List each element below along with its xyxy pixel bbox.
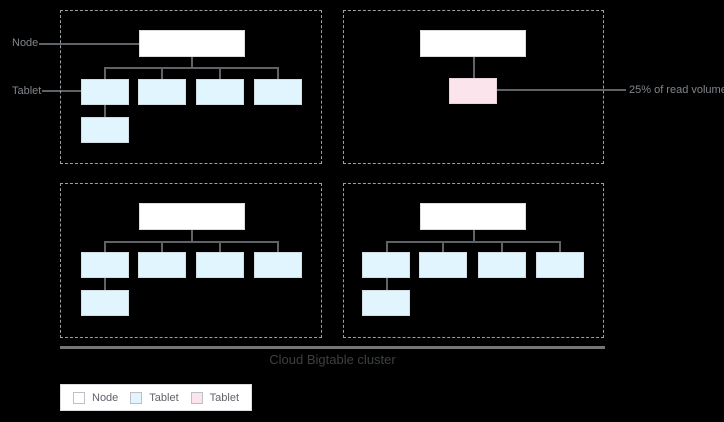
- connector-line: [161, 241, 163, 252]
- cluster-caption: Cloud Bigtable cluster: [269, 352, 396, 367]
- tablet-pointer-line: [42, 90, 81, 92]
- tablet-box: [138, 79, 186, 105]
- legend: Node Tablet Tablet: [60, 384, 253, 411]
- connector-line: [104, 241, 279, 243]
- tablet-box: [81, 252, 129, 278]
- read-volume-annotation: 25% of read volume: [629, 84, 724, 96]
- legend-label-hot-tablet: Tablet: [209, 391, 240, 404]
- connector-line: [104, 278, 106, 290]
- node-zone-3: [60, 183, 322, 338]
- connector-line: [501, 241, 503, 252]
- tablet-pointer-label: Tablet: [12, 85, 42, 97]
- annotation-pointer-line: [497, 89, 626, 91]
- connector-line: [219, 241, 221, 252]
- node-zone-4: [343, 183, 604, 338]
- legend-item-node: Node: [73, 391, 119, 404]
- connector-line: [277, 241, 279, 252]
- tablet-box: [81, 290, 129, 316]
- hot-tablet-swatch: [190, 391, 203, 404]
- node-swatch: [73, 391, 85, 404]
- connector-line: [473, 57, 475, 78]
- tablet-box: [536, 252, 584, 278]
- node-pointer-line: [39, 43, 139, 45]
- connector-line: [386, 241, 561, 243]
- tablet-box: [362, 252, 410, 278]
- connector-line: [104, 241, 106, 252]
- node-box-2: [420, 30, 526, 57]
- tablet-box: [254, 252, 302, 278]
- tablet-box: [478, 252, 526, 278]
- connector-line: [219, 67, 221, 79]
- tablet-box: [196, 252, 244, 278]
- node-box-1: [139, 30, 245, 57]
- connector-line: [277, 67, 279, 79]
- legend-label-tablet: Tablet: [149, 391, 179, 404]
- connector-line: [104, 105, 106, 117]
- tablet-box: [81, 79, 129, 105]
- connector-line: [161, 67, 163, 79]
- legend-item-tablet: Tablet: [130, 391, 179, 404]
- tablet-swatch: [130, 391, 143, 404]
- tablet-box: [254, 79, 302, 105]
- legend-item-hot-tablet: Tablet: [190, 391, 240, 404]
- node-zone-1: [60, 10, 322, 164]
- cluster-bracket-line: [60, 346, 605, 349]
- node-box-3: [139, 203, 245, 230]
- node-zone-2: [343, 10, 604, 164]
- tablet-box: [138, 252, 186, 278]
- connector-line: [104, 67, 106, 79]
- tablet-box: [362, 290, 410, 316]
- node-box-4: [420, 203, 526, 230]
- connector-line: [473, 230, 475, 242]
- node-pointer-label: Node: [12, 37, 39, 49]
- legend-label-node: Node: [92, 391, 119, 404]
- connector-line: [386, 278, 388, 290]
- tablet-box: [419, 252, 467, 278]
- connector-line: [442, 241, 444, 252]
- tablet-box: [196, 79, 244, 105]
- connector-line: [104, 67, 279, 69]
- tablet-box: [81, 117, 129, 143]
- connector-line: [191, 57, 193, 68]
- connector-line: [191, 230, 193, 242]
- connector-line: [559, 241, 561, 252]
- connector-line: [386, 241, 388, 252]
- hot-tablet-box: [449, 78, 497, 104]
